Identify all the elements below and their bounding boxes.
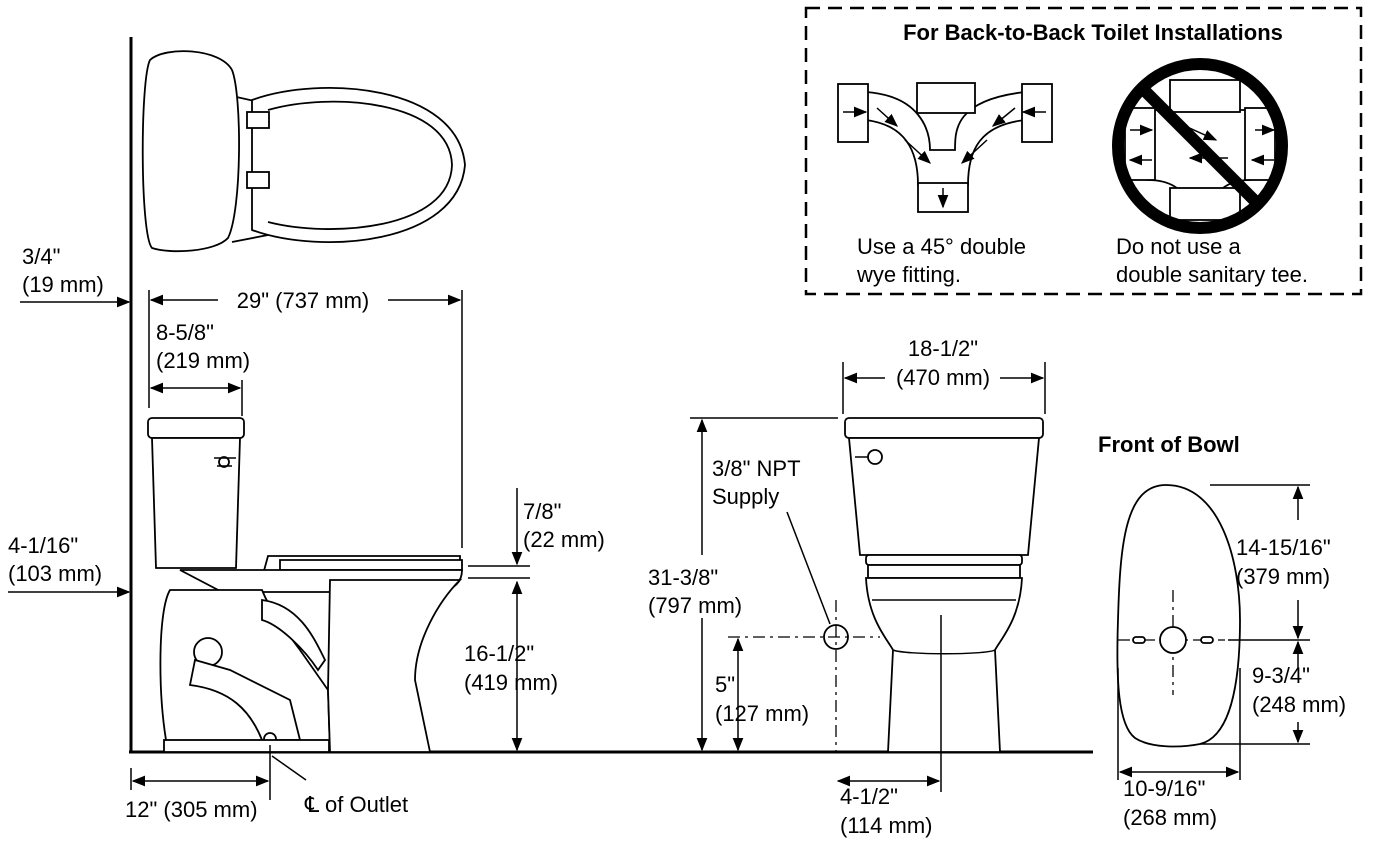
- wall-offset-label-mm: (19 mm): [22, 272, 104, 297]
- ok-caption-line-2: wye fitting.: [856, 262, 961, 287]
- trip-lever-front-icon: [855, 449, 883, 465]
- bowl-front-label-mm: (379 mm): [1236, 564, 1330, 589]
- bowl-front-label-in: 14-15/16": [1236, 535, 1331, 560]
- no-caption-line-1: Do not use a: [1116, 234, 1242, 259]
- supply-offset-label-mm: (114 mm): [840, 813, 933, 838]
- side-view: 3/4" (19 mm) 29" (737 mm) 8-5/8" (219 mm…: [8, 37, 1093, 822]
- toilet-front-profile: [844, 417, 1044, 753]
- prohibited-sanitary-tee-icon: [1112, 58, 1288, 234]
- toilet-side-profile: [147, 417, 463, 753]
- tank-clearance-label-in: 4-1/16": [8, 533, 78, 558]
- tank-depth-label-mm: (219 mm): [156, 348, 250, 373]
- depth-label: 29" (737 mm): [237, 288, 370, 313]
- inset-title: For Back-to-Back Toilet Installations: [903, 20, 1283, 45]
- tank-depth-label-in: 8-5/8": [156, 320, 214, 345]
- tank-width-label-mm: (470 mm): [896, 365, 990, 390]
- supply-label-line-1: 3/8" NPT: [712, 456, 801, 481]
- supply-height-label-mm: (127 mm): [715, 701, 809, 726]
- bowl-width-label-in: 10-9/16": [1123, 776, 1205, 801]
- front-view: 18-1/2" (470 mm) 31-3/8" (797 mm) 3/8" N…: [648, 336, 1046, 838]
- seat-thickness-label-in: 7/8": [523, 499, 561, 524]
- bowl-view: Front of Bowl 14-15/16" (379 mm) 9-3/4" …: [1098, 432, 1346, 830]
- bowl-rear-label-mm: (248 mm): [1252, 692, 1346, 717]
- tank-clearance-label-mm: (103 mm): [8, 561, 102, 586]
- trip-lever-icon: [214, 456, 236, 468]
- ok-caption-line-1: Use a 45° double: [857, 234, 1026, 259]
- bowl-rear-label-in: 9-3/4": [1252, 663, 1310, 688]
- double-wye-fitting-icon: [837, 82, 1053, 213]
- tank-width-label-in: 18-1/2": [908, 336, 978, 361]
- rim-height-label-in: 16-1/2": [464, 641, 534, 666]
- toilet-top-view: [141, 50, 466, 253]
- total-height-label-in: 31-3/8": [648, 565, 718, 590]
- rough-in-label: 12" (305 mm): [125, 797, 258, 822]
- bowl-width-label-mm: (268 mm): [1123, 805, 1217, 830]
- supply-offset-label-in: 4-1/2": [840, 784, 898, 809]
- supply-label-line-2: Supply: [712, 484, 779, 509]
- wall-offset-label-in: 3/4": [22, 244, 60, 269]
- centerline-symbol: ℄: [304, 792, 320, 817]
- bowl-view-title: Front of Bowl: [1098, 432, 1240, 457]
- no-caption-line-2: double sanitary tee.: [1116, 262, 1308, 287]
- bowl-outline: [1116, 484, 1241, 748]
- outlet-label: of Outlet: [325, 792, 408, 817]
- supply-height-label-in: 5": [715, 672, 735, 697]
- total-height-label-mm: (797 mm): [648, 593, 742, 618]
- back-to-back-inset: For Back-to-Back Toilet Installations Us…: [804, 6, 1363, 296]
- outlet-circle: [1159, 626, 1187, 654]
- rim-height-label-mm: (419 mm): [464, 670, 558, 695]
- seat-thickness-label-mm: (22 mm): [523, 527, 605, 552]
